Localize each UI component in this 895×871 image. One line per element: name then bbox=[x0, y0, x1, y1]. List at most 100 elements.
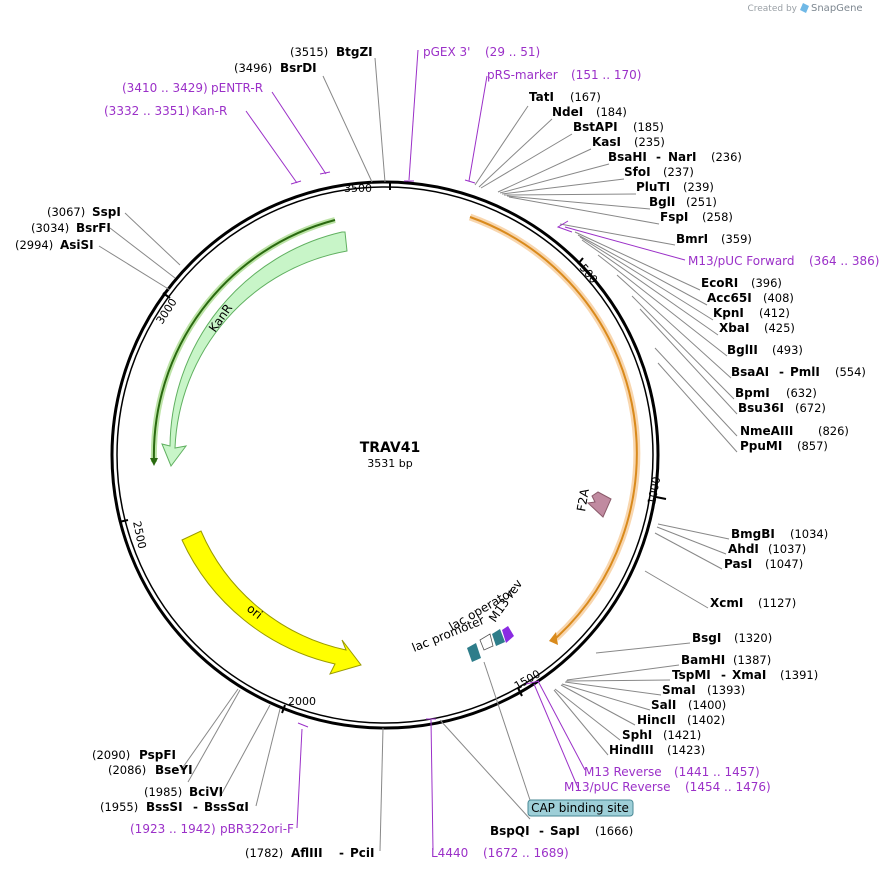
tick-label-2000: 2000 bbox=[288, 695, 316, 708]
enzyme-bmgbi[interactable]: BmgBI bbox=[731, 527, 775, 541]
enzyme-xbai-pos: (425) bbox=[764, 321, 795, 335]
f2a-label: F2A bbox=[574, 487, 592, 513]
m13-rev-shape[interactable] bbox=[502, 626, 514, 643]
kanr-arc bbox=[152, 219, 336, 463]
primer-m13-puc-forward[interactable]: M13/pUC Forward bbox=[688, 254, 795, 268]
enzyme-bamhi-pos: (1387) bbox=[733, 653, 771, 667]
enzyme-bsahi[interactable]: BsaHI bbox=[608, 150, 647, 164]
enzyme-bsssi-sep: - bbox=[193, 800, 198, 814]
enzyme-bspqi-sep: - bbox=[539, 824, 544, 838]
enzyme-afliii-sep: - bbox=[339, 846, 344, 860]
plasmid-length: 3531 bp bbox=[367, 457, 412, 470]
enzyme-btgzi-pos: (3515) bbox=[290, 45, 328, 59]
enzyme-smai[interactable]: SmaI bbox=[662, 683, 696, 697]
enzyme-fspi[interactable]: FspI bbox=[660, 210, 688, 224]
enzyme-nari[interactable]: NarI bbox=[668, 150, 697, 164]
primer-pbr322ori-f[interactable]: pBR322ori-F bbox=[220, 822, 294, 836]
enzyme-bsrdi[interactable]: BsrDI bbox=[280, 61, 317, 75]
lac-promoter-shape[interactable] bbox=[467, 643, 481, 662]
enzyme-sphi[interactable]: SphI bbox=[622, 728, 652, 742]
enzyme-bsaai[interactable]: BsaAI bbox=[731, 365, 769, 379]
enzyme-ahdi[interactable]: AhdI bbox=[728, 542, 759, 556]
enzyme-bpmi[interactable]: BpmI bbox=[735, 386, 770, 400]
enzyme-xbai[interactable]: XbaI bbox=[719, 321, 749, 335]
enzyme-bcivi[interactable]: BciVI bbox=[189, 785, 223, 799]
primer-pentr-r[interactable]: pENTR-R bbox=[211, 81, 263, 95]
enzyme-hindiii[interactable]: HindIII bbox=[609, 743, 654, 757]
enzyme-bsahi-sep: - bbox=[656, 150, 661, 164]
enzyme-bspqi[interactable]: BspQI bbox=[490, 824, 530, 838]
enzyme-kasi[interactable]: KasI bbox=[592, 135, 621, 149]
enzyme-bsssai[interactable]: BssSαI bbox=[204, 800, 249, 814]
enzyme-pasi[interactable]: PasI bbox=[724, 557, 752, 571]
enzyme-kasi-pos: (235) bbox=[634, 135, 665, 149]
enzyme-bamhi[interactable]: BamHI bbox=[681, 653, 725, 667]
enzyme-bsu36i-pos: (672) bbox=[795, 401, 826, 415]
primer-m13-reverse[interactable]: M13 Reverse bbox=[584, 765, 662, 779]
enzyme-bmri[interactable]: BmrI bbox=[676, 232, 708, 246]
tick-label-3500: 3500 bbox=[344, 182, 372, 195]
cap-binding-site-box[interactable] bbox=[527, 799, 634, 817]
primer-pbr322ori-f-range: (1923 .. 1942) bbox=[130, 822, 216, 836]
enzyme-tati[interactable]: TatI bbox=[529, 90, 554, 104]
enzyme-sapi[interactable]: SapI bbox=[550, 824, 580, 838]
enzyme-bsssi-pos: (1955) bbox=[100, 800, 138, 814]
enzyme-pspfi[interactable]: PspFI bbox=[139, 748, 176, 762]
insert-arrowhead bbox=[549, 632, 558, 645]
lac-operator-shape[interactable] bbox=[479, 633, 494, 651]
enzyme-xcmi-pos: (1127) bbox=[758, 596, 796, 610]
enzyme-bsgi[interactable]: BsgI bbox=[692, 631, 721, 645]
ori-feature[interactable] bbox=[181, 530, 362, 675]
enzyme-ndei-pos: (184) bbox=[596, 105, 627, 119]
enzyme-hincii[interactable]: HincII bbox=[637, 713, 676, 727]
enzyme-bsaai-sep: - bbox=[779, 365, 784, 379]
enzyme-bgli[interactable]: BglI bbox=[649, 195, 675, 209]
enzyme-ecori[interactable]: EcoRI bbox=[701, 276, 738, 290]
enzyme-xcmi[interactable]: XcmI bbox=[710, 596, 743, 610]
enzyme-pluti[interactable]: PluTI bbox=[636, 180, 670, 194]
primer-leaders bbox=[245, 49, 686, 851]
enzyme-acc65i[interactable]: Acc65I bbox=[707, 291, 752, 305]
primer-pgex3[interactable]: pGEX 3' bbox=[423, 45, 470, 59]
enzyme-pcii[interactable]: PciI bbox=[350, 846, 375, 860]
enzyme-kpni[interactable]: KpnI bbox=[713, 306, 744, 320]
enzyme-ppumi[interactable]: PpuMI bbox=[740, 439, 782, 453]
enzyme-bsssi[interactable]: BssSI bbox=[146, 800, 183, 814]
enzyme-ndei[interactable]: NdeI bbox=[552, 105, 583, 119]
primer-l4440-range: (1672 .. 1689) bbox=[483, 846, 569, 860]
enzyme-sali[interactable]: SalI bbox=[651, 698, 676, 712]
enzyme-nmeaiii[interactable]: NmeAIII bbox=[740, 424, 793, 438]
enzyme-asisi[interactable]: AsiSI bbox=[60, 238, 94, 252]
cap-site-shape[interactable] bbox=[492, 629, 505, 646]
primer-l4440[interactable]: L4440 bbox=[431, 846, 468, 860]
enzyme-bglii[interactable]: BglII bbox=[727, 343, 758, 357]
created-by-text: Created by bbox=[747, 4, 797, 14]
enzyme-tspmi-sep: - bbox=[721, 668, 726, 682]
enzyme-pspfi-pos: (2090) bbox=[92, 748, 130, 762]
enzyme-bsrdi-pos: (3496) bbox=[234, 61, 272, 75]
enzyme-bsrfi[interactable]: BsrFI bbox=[76, 221, 111, 235]
enzyme-sspi[interactable]: SspI bbox=[92, 205, 121, 219]
enzyme-btgzi[interactable]: BtgZI bbox=[336, 45, 373, 59]
primer-prs-marker[interactable]: pRS-marker bbox=[487, 68, 558, 82]
enzyme-bstapi[interactable]: BstAPI bbox=[573, 120, 618, 134]
enzyme-sfoi[interactable]: SfoI bbox=[624, 165, 651, 179]
tick-marks bbox=[118, 183, 667, 714]
enzyme-sspi-pos: (3067) bbox=[47, 205, 85, 219]
primer-prs-marker-range: (151 .. 170) bbox=[571, 68, 641, 82]
enzyme-tspmi[interactable]: TspMI bbox=[672, 668, 711, 682]
enzyme-bsaai-pos: (554) bbox=[835, 365, 866, 379]
f2a-feature[interactable] bbox=[586, 491, 612, 518]
primer-m13-puc-forward-range: (364 .. 386) bbox=[809, 254, 879, 268]
enzyme-xmai[interactable]: XmaI bbox=[732, 668, 766, 682]
kanr-feature[interactable] bbox=[161, 231, 348, 468]
primer-m13-puc-reverse[interactable]: M13/pUC Reverse bbox=[564, 780, 671, 794]
enzyme-afliii[interactable]: AflIII bbox=[291, 846, 323, 860]
enzyme-bsgi-pos: (1320) bbox=[734, 631, 772, 645]
enzyme-bseyi[interactable]: BseYI bbox=[155, 763, 193, 777]
enzyme-pmli[interactable]: PmlI bbox=[790, 365, 820, 379]
enzyme-bsrfi-pos: (3034) bbox=[31, 221, 69, 235]
enzyme-bsu36i[interactable]: Bsu36I bbox=[738, 401, 784, 415]
primer-kan-r[interactable]: Kan-R bbox=[192, 104, 227, 118]
